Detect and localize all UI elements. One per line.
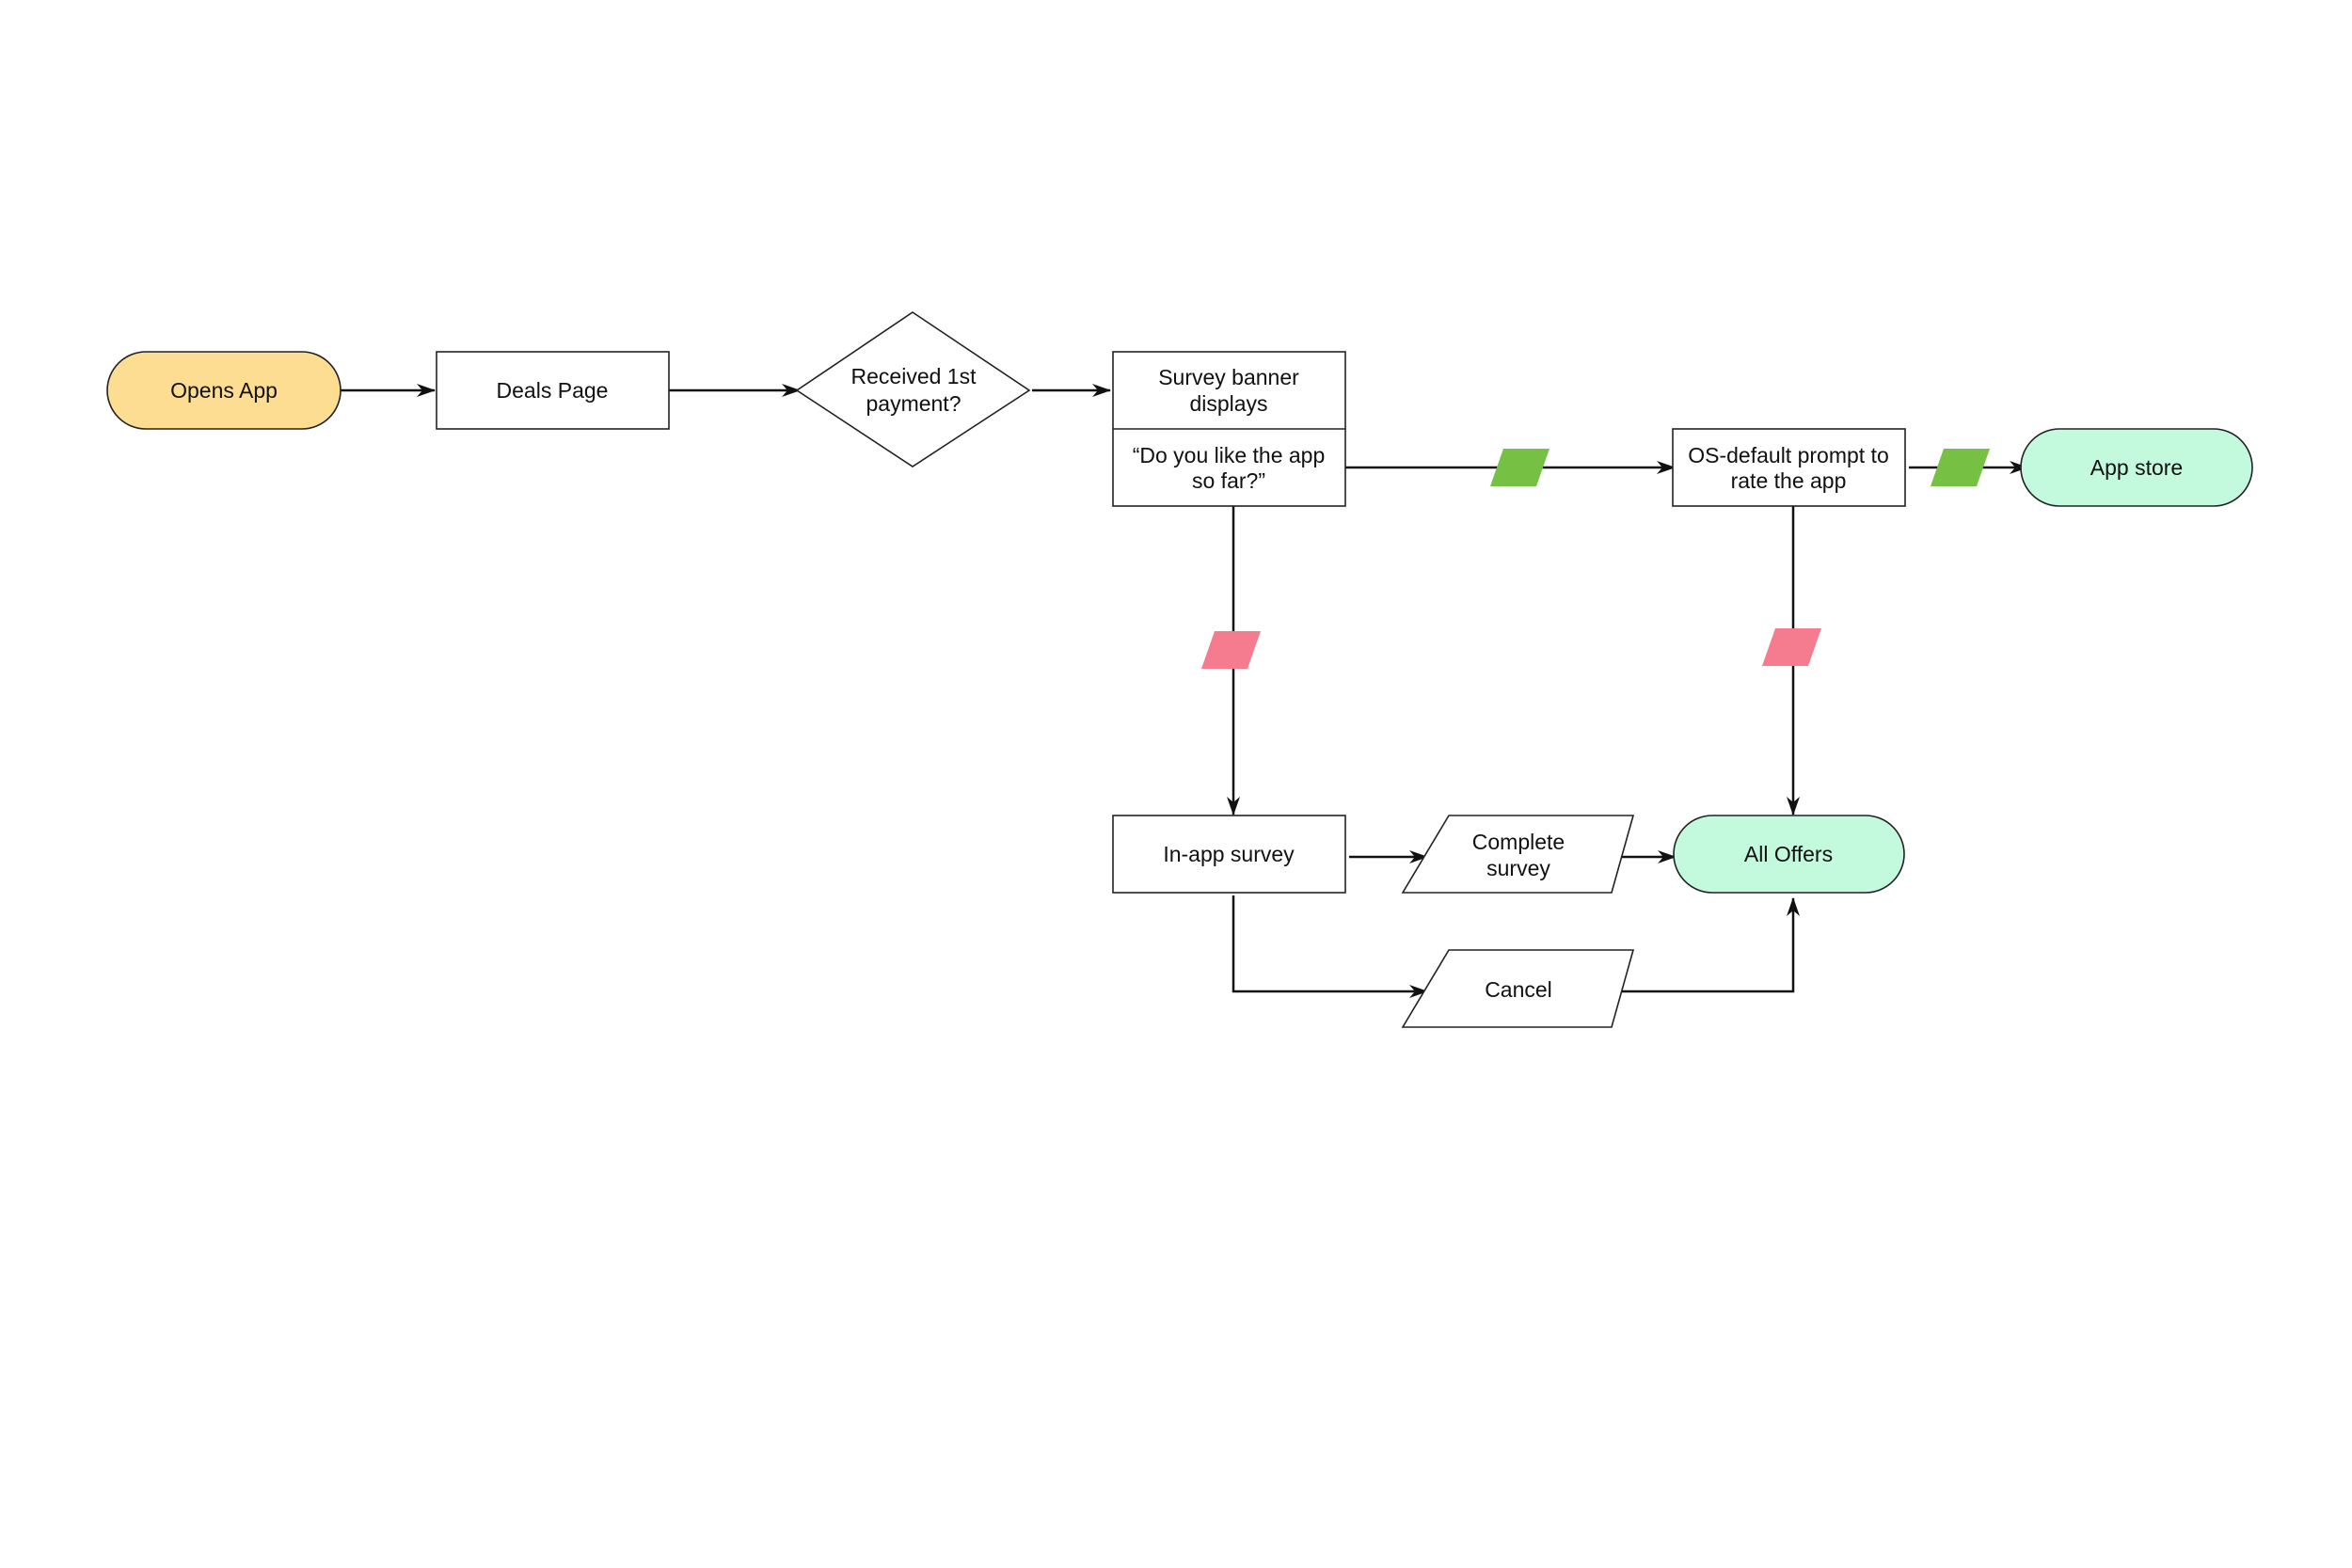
node-deals-page: Deals Page <box>436 351 670 430</box>
do-you-like-label-line1: “Do you like the app <box>1133 443 1326 467</box>
node-in-app-survey: In-app survey <box>1112 815 1346 894</box>
yes-tag <box>1490 449 1549 486</box>
deals-page-label: Deals Page <box>497 378 609 403</box>
opens-app-label: Opens App <box>170 378 278 403</box>
os-prompt-label-line1: OS-default prompt to <box>1688 443 1889 467</box>
do-you-like-label-line2: so far?” <box>1192 468 1265 493</box>
no-tag <box>1762 628 1821 666</box>
complete-survey-label-line2: survey <box>1486 856 1550 880</box>
edge-tags <box>1201 449 1990 669</box>
node-received-payment-decision: Received 1st payment? <box>795 311 1031 467</box>
survey-banner-label-line1: Survey banner <box>1158 365 1299 389</box>
node-cancel: Cancel <box>1401 949 1635 1028</box>
complete-survey-label-line1: Complete <box>1472 830 1565 854</box>
node-os-default-prompt: OS-default prompt to rate the app <box>1672 428 1906 507</box>
edge-cancel-to-all-offers <box>1612 897 1800 993</box>
all-offers-label: All Offers <box>1744 842 1833 866</box>
received-payment-label-line2: payment? <box>866 391 961 416</box>
app-store-label: App store <box>2090 455 2183 480</box>
node-complete-survey: Complete survey <box>1401 815 1635 894</box>
node-app-store: App store <box>2020 428 2253 507</box>
os-prompt-label-line2: rate the app <box>1731 468 1847 493</box>
node-survey-banner: Survey banner displays “Do you like the … <box>1112 351 1346 507</box>
node-opens-app: Opens App <box>106 351 342 430</box>
received-payment-label-line1: Received 1st <box>851 364 977 388</box>
in-app-survey-label: In-app survey <box>1163 842 1295 866</box>
cancel-label: Cancel <box>1485 977 1552 1002</box>
yes-tag <box>1931 449 1990 486</box>
node-all-offers: All Offers <box>1673 815 1905 894</box>
survey-banner-label-line2: displays <box>1189 391 1267 416</box>
no-tag <box>1201 631 1261 669</box>
edge-inapp-to-cancel <box>1232 895 1428 998</box>
